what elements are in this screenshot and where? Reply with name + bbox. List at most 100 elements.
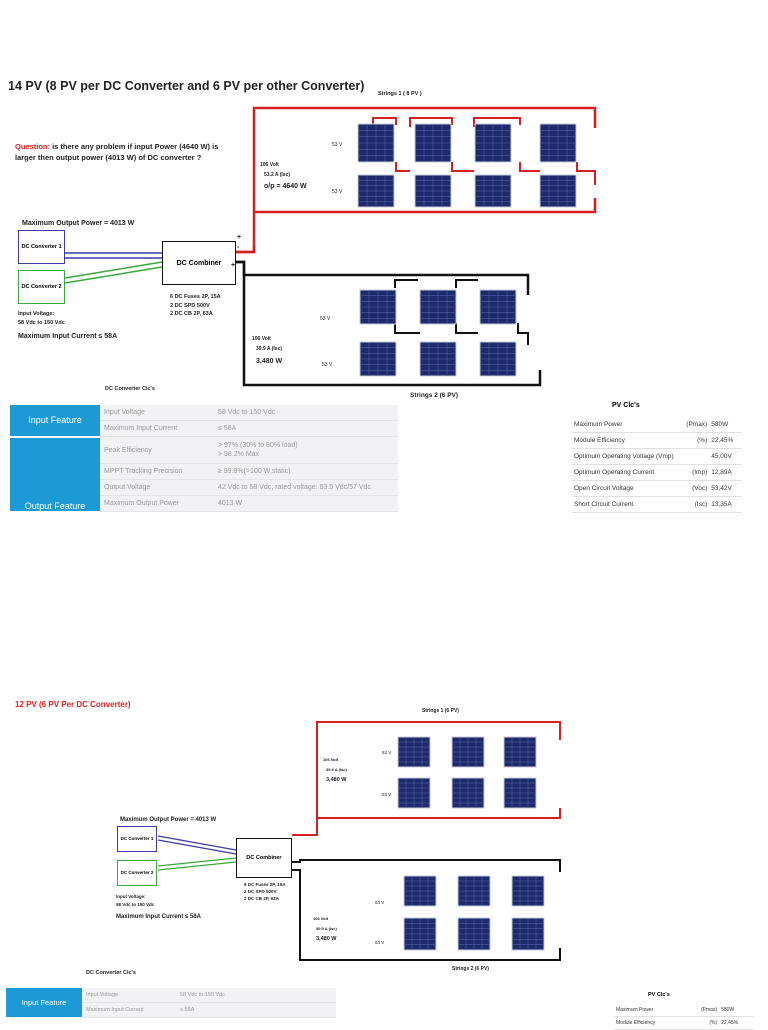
cell: Input Voltage: [100, 405, 214, 421]
d2-pv-table-title: PV Clc's: [648, 992, 670, 998]
d2-fuse-line-3: 2 DC CB 2P, 63A: [244, 896, 279, 901]
d2-strings1-label: Strings 1 (6 PV): [422, 708, 459, 714]
d2-input-feature-cell: Input Feature: [6, 988, 82, 1019]
solar-panel: [414, 123, 452, 163]
d2-s2-power: 3,480 W: [316, 936, 337, 942]
solar-panel: [451, 777, 485, 809]
d2-converter-table-title: DC Converter Clc's: [86, 970, 136, 976]
diagram1-wiring: [64, 106, 597, 387]
cell: Maximum Power: [614, 1004, 686, 1017]
solar-panel: [359, 289, 397, 325]
fuse-line-1: 6 DC Fuses 2P, 15A: [170, 294, 221, 300]
cell: 580W: [709, 417, 742, 433]
cell: Optimum Operating Voltage (Vmp): [572, 448, 710, 465]
solar-panel: [457, 875, 491, 907]
cell: 4013 W: [214, 495, 398, 512]
solar-panel: [397, 777, 431, 809]
d2-input-voltage-label: Input Voltage:: [116, 894, 146, 899]
pv-spec-table: Maximum Power(Pmax)580W Module Efficienc…: [572, 417, 742, 513]
input-feature-cell: Input Feature: [10, 405, 100, 438]
d2-fuse-line-1: 6 DC Fuses 2P, 15A: [244, 882, 286, 887]
cell-line-2: > 98.2% Max: [218, 451, 260, 458]
cell: Maximum Output Power: [100, 495, 214, 512]
cell: (Pmax): [685, 1004, 720, 1017]
solar-panel: [479, 289, 517, 325]
d2-s1-power: 3,480 W: [326, 777, 347, 783]
cell: 22,45%: [719, 1016, 754, 1030]
diagram2-title: 12 PV (6 PV Per DC Converter): [15, 700, 131, 709]
diagram1-title: 14 PV (8 PV per DC Converter and 6 PV pe…: [8, 79, 365, 93]
cell: Optimum Operating Current: [572, 464, 678, 481]
diagram2-panels: [397, 736, 545, 951]
cell: (Imp): [677, 464, 710, 481]
cell: (Pmax): [677, 417, 710, 433]
dc-converter-1: DC Converter 1: [18, 230, 65, 264]
s2-volt-top: 53 V: [320, 316, 331, 322]
cell: Maximum Input Current: [82, 1002, 176, 1018]
d2-input-voltage-value: 58 Vdc to 150 Vdc: [116, 902, 155, 907]
s2-volt: 106 Volt: [252, 336, 271, 342]
cell: MPPT Tracking Precision: [100, 463, 214, 480]
cell-line-1: > 97% (30% to 80% load): [218, 442, 298, 449]
combiner-minus-1: -: [237, 244, 240, 251]
d2-s1-volt-bottom: 53 V: [382, 792, 392, 797]
dc-converter-2: DC Converter 2: [18, 270, 65, 304]
d2-fuse-line-2: 2 DC SPD 500V: [244, 889, 277, 894]
strings1-label: Strings 1 ( 8 PV ): [378, 91, 422, 97]
solar-panel: [511, 917, 545, 951]
cell: 22,45%: [709, 432, 742, 449]
cell: (Voc): [677, 480, 710, 497]
d2-s1-current: 39.9 A (Isc): [326, 767, 347, 772]
solar-panel: [359, 341, 397, 377]
solar-panel: [414, 174, 452, 208]
converter-table-title: DC Converter Clc's: [105, 386, 155, 392]
cell: ≥ 99.8%(>100 W,static): [214, 463, 398, 480]
cell: > 97% (30% to 80% load) > 98.2% Max: [214, 436, 398, 464]
solar-panel: [357, 123, 395, 163]
s2-current: 39.9 A (Isc): [256, 346, 283, 352]
cell: Module Efficiency: [572, 432, 678, 449]
d2-s2-current: 39.9 A (Isc): [316, 926, 337, 931]
cell: Peak Efficiency: [100, 436, 214, 464]
cell: Module Efficiency: [614, 1016, 686, 1030]
dc-combiner: DC Combiner: [162, 241, 236, 285]
cell: 53,42V: [709, 480, 742, 497]
fuse-line-3: 2 DC CB 2P, 63A: [170, 311, 213, 317]
cell: Open Circuit Voltage: [572, 480, 678, 497]
d2-s1-volt: 106 Volt: [323, 757, 339, 762]
max-output-power: Maximum Output Power = 4013 W: [22, 220, 135, 227]
strings2-label: Strings 2 (6 PV): [410, 392, 459, 399]
cell: Input Voltage: [82, 988, 176, 1003]
cell: Maximum Input Current: [100, 420, 214, 437]
s1-current: 53.2 A (Isc): [264, 172, 291, 178]
cell: 12,89A: [709, 464, 742, 481]
s1-volt-top: 53 V: [332, 142, 343, 148]
d2-strings2-label: Strings 2 (6 PV): [452, 966, 489, 972]
question-line-1: Question: is there any problem if input …: [15, 142, 219, 151]
solar-panel: [474, 123, 512, 163]
solar-panel: [511, 875, 545, 907]
solar-panel: [357, 174, 395, 208]
d2-dc-converter-1: DC Converter 1: [117, 826, 157, 852]
cell: ≤ 58A: [214, 420, 398, 437]
d2-max-output-power: Maximum Output Power = 4013 W: [120, 817, 217, 823]
s1-volt-bottom: 53 V: [332, 189, 343, 195]
s1-volt: 106 Volt: [260, 162, 279, 168]
cell: 58 Vdc to 150 Vdc: [176, 988, 336, 1003]
cell: (Isc): [677, 496, 710, 513]
cell: 13,35A: [709, 496, 742, 513]
solar-panel: [403, 917, 437, 951]
solar-panel: [503, 736, 537, 768]
d2-max-input-current: Maximum Input Current ≤ 58A: [116, 914, 201, 920]
solar-panel: [457, 917, 491, 951]
solar-panel: [474, 174, 512, 208]
solar-panel: [479, 341, 517, 377]
d2-s2-volt-top: 53 V: [375, 900, 385, 905]
cell: (%): [685, 1016, 720, 1030]
cell: 58 Vdc to 150 Vdc: [214, 405, 398, 421]
input-voltage-value: 58 Vdc to 150 Vdc: [18, 320, 65, 326]
d2-converter-spec-table: Input Feature Input Voltage 58 Vdc to 15…: [6, 988, 336, 1019]
cell: Maximum Power: [572, 417, 678, 433]
solar-panel: [539, 123, 577, 163]
